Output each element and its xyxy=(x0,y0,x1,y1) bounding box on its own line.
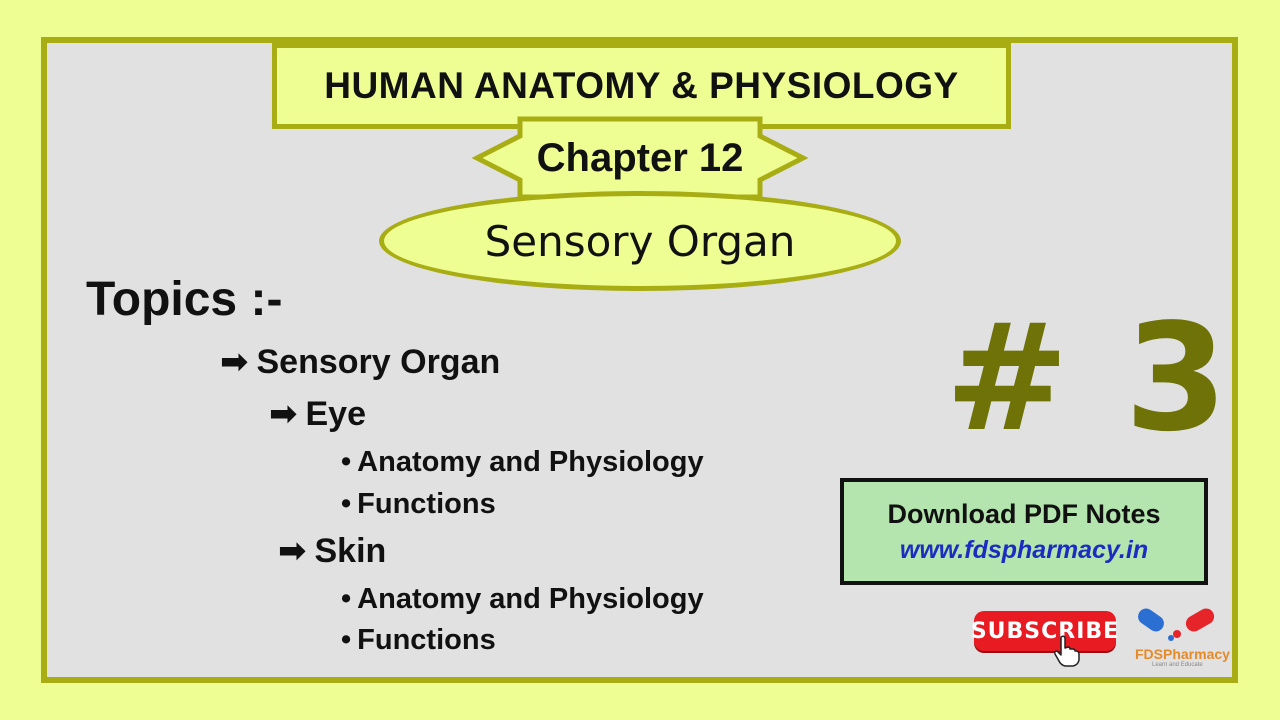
arrow-right-icon: ➡ xyxy=(269,394,298,434)
chapter-label: Chapter 12 xyxy=(536,135,744,180)
topic-item-skin: ➡Skin xyxy=(278,531,387,571)
arrow-right-icon: ➡ xyxy=(220,342,249,382)
arrow-right-icon: ➡ xyxy=(278,531,307,571)
fdspharmacy-logo-icon xyxy=(1138,608,1215,641)
logo-name: FDSPharmacy xyxy=(1135,646,1230,662)
main-title: HUMAN ANATOMY & PHYSIOLOGY xyxy=(272,43,1011,129)
download-box[interactable]: Download PDF Notes www.fdspharmacy.in xyxy=(840,478,1208,585)
subscribe-button[interactable]: SUBSCRIBE xyxy=(970,611,1120,651)
subscribe-label: SUBSCRIBE xyxy=(970,618,1120,644)
topic-item-eye: ➡Eye xyxy=(269,394,366,434)
download-link[interactable]: www.fdspharmacy.in xyxy=(899,535,1149,564)
bullet-icon: • xyxy=(341,446,352,478)
subject-label: Sensory Organ xyxy=(484,216,796,266)
bullet-icon: • xyxy=(341,624,352,656)
logo-tagline: Learn and Educate xyxy=(1152,662,1203,668)
bullet-icon: • xyxy=(341,583,352,615)
topic-item-eye-functions: •Functions xyxy=(341,488,496,520)
episode-number: # 3 xyxy=(945,292,1230,464)
hand-cursor-icon xyxy=(1054,635,1080,667)
topics-heading: Topics :- xyxy=(86,273,283,326)
subject-oval: Sensory Organ xyxy=(379,191,901,291)
download-title: Download PDF Notes xyxy=(887,498,1161,529)
bullet-icon: • xyxy=(341,488,352,520)
topic-item-sensory-organ: ➡Sensory Organ xyxy=(220,342,501,382)
topic-item-eye-anatomy: •Anatomy and Physiology xyxy=(341,446,704,478)
topic-item-skin-anatomy: •Anatomy and Physiology xyxy=(341,583,704,615)
topic-item-skin-functions: •Functions xyxy=(341,624,496,656)
